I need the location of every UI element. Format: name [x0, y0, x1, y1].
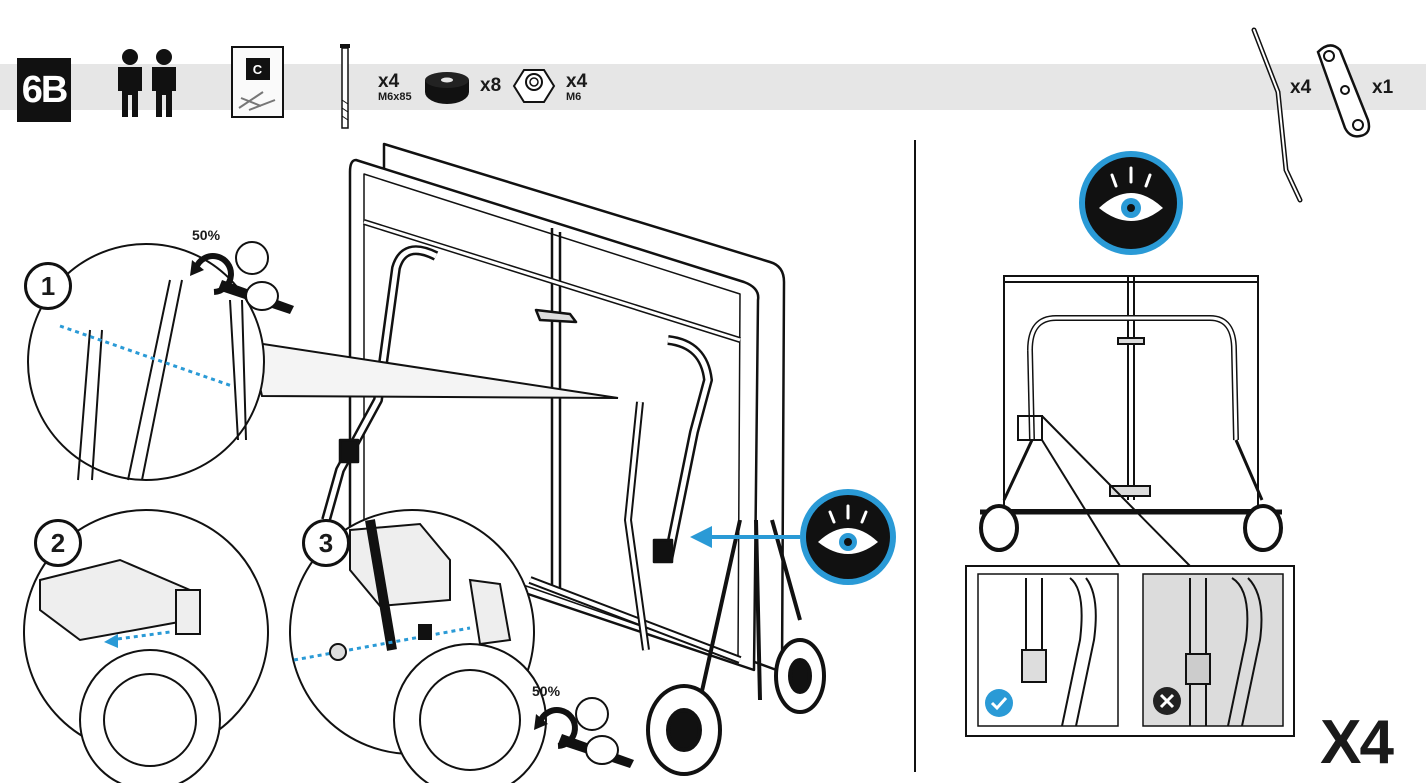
detail-3-label: 3	[302, 519, 350, 567]
parts-bag-icon: C	[231, 46, 284, 118]
bolt-quantity: x4 M6x85	[378, 72, 412, 103]
step-badge: 6B	[17, 58, 71, 122]
bolt-qty: x4	[378, 71, 400, 92]
bolt-spec: M6x85	[378, 91, 412, 103]
check-icon	[985, 689, 1013, 717]
bag-label: C	[245, 58, 270, 80]
cross-icon	[1153, 687, 1181, 715]
detail-1-label: 1	[24, 262, 72, 310]
torque-1-percent: 50%	[192, 227, 221, 243]
wrench-qty: x1	[1372, 77, 1394, 98]
nut-spec: M6	[566, 91, 582, 103]
detail-2-label: 2	[34, 519, 82, 567]
nut-qty: x4	[566, 71, 588, 92]
rod-qty: x4	[1290, 77, 1312, 98]
torque-3-percent: 50%	[532, 683, 561, 699]
parts-band	[0, 64, 1426, 110]
repeat-count: X4	[1320, 708, 1394, 777]
nut-quantity: x4 M6	[566, 72, 587, 103]
section-divider	[914, 140, 916, 772]
washer-qty: x8	[480, 75, 502, 96]
